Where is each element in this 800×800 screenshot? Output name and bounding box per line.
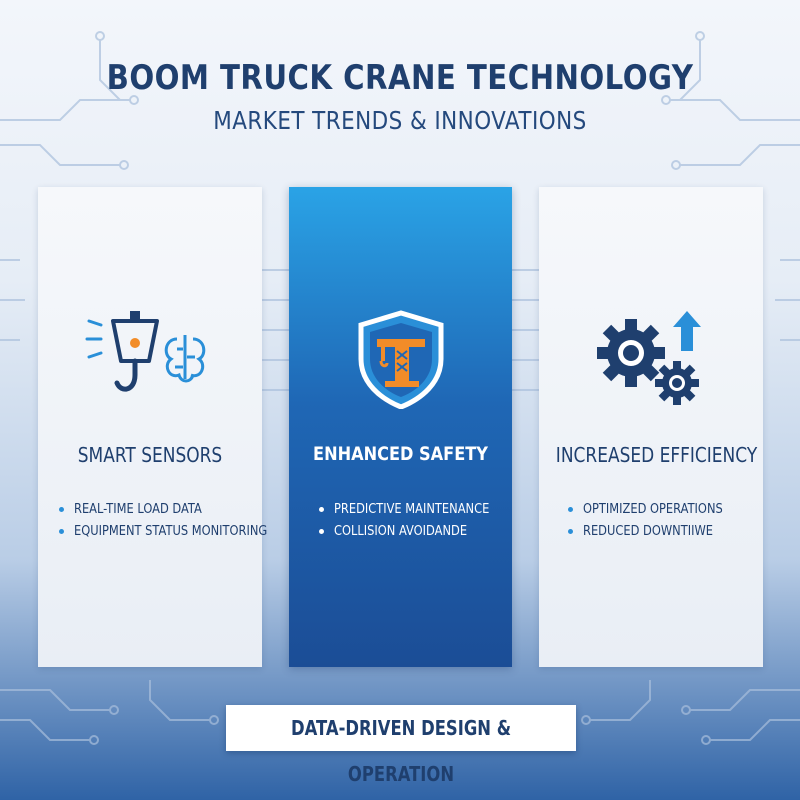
panel-title: SMART SENSORS	[77, 443, 223, 467]
footer-label: DATA-DRIVEN DESIGN & OPERATION	[290, 716, 512, 786]
panel-smart-sensors: SMART SENSORS REAL-TIME LOAD DATA EQUIPM…	[38, 187, 267, 667]
gears-arrow-up-icon	[597, 311, 701, 405]
panel-enhanced-safety: ENHANCED SAFETY PREDICTIVE MAINTENANCE C…	[289, 187, 512, 667]
bullet-dot-icon	[568, 529, 573, 534]
list-item: REAL-TIME LOAD DATA	[38, 499, 262, 521]
bullet-list: OPTIMIZED OPERATIONS REDUCED DOWNTIIWE	[539, 499, 763, 543]
footer-banner: DATA-DRIVEN DESIGN & OPERATION	[226, 705, 576, 786]
list-item: COLLISION AVOIDANDE	[289, 521, 512, 543]
page-title: BOOM TRUCK CRANE TECHNOLOGY	[106, 58, 694, 98]
list-item: REDUCED DOWNTIIWE	[539, 521, 763, 543]
bullet-list: REAL-TIME LOAD DATA EQUIPMENT STATUS MON…	[38, 499, 267, 543]
bullet-dot-icon	[319, 529, 324, 534]
bullet-dot-icon	[59, 507, 64, 512]
bullet-dot-icon	[59, 529, 64, 534]
list-item: PREDICTIVE MAINTENANCE	[289, 499, 512, 521]
crane-shield-icon	[358, 310, 443, 409]
bullet-list: PREDICTIVE MAINTENANCE COLLISION AVOIDAN…	[289, 499, 512, 543]
bullet-dot-icon	[568, 507, 573, 512]
crane-hook-sensor-brain-icon	[85, 311, 206, 392]
bullet-dot-icon	[319, 507, 324, 512]
panel-title: INCREASED EFFICIENCY	[555, 443, 758, 467]
panel-title: ENHANCED SAFETY	[313, 443, 488, 465]
list-item: OPTIMIZED OPERATIONS	[539, 499, 763, 521]
page-subtitle: MARKET TRENDS & INNOVATIONS	[213, 106, 587, 135]
list-item: EQUIPMENT STATUS MONITORING	[38, 521, 267, 543]
panel-increased-efficiency: INCREASED EFFICIENCY OPTIMIZED OPERATION…	[539, 187, 763, 667]
